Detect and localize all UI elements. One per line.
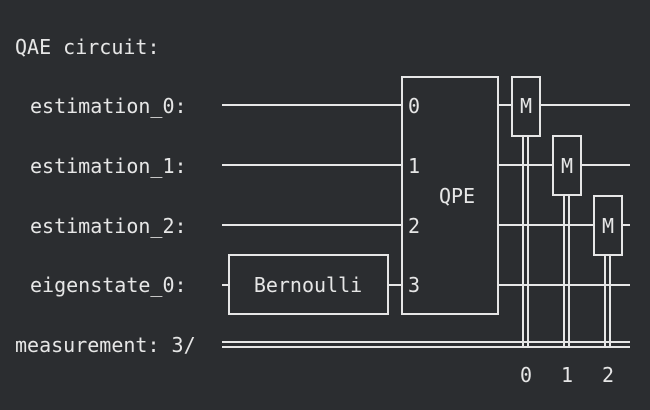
qpe-pin-3: 3 bbox=[408, 273, 420, 297]
measure-gate-2: M 2 bbox=[593, 195, 623, 387]
measure-gate-0-label: M bbox=[520, 94, 532, 118]
qpe-gate: QPE 0 1 2 3 bbox=[401, 76, 499, 315]
measure-bit-1: 1 bbox=[561, 363, 573, 387]
classical-register-label: measurement: 3/ bbox=[15, 333, 196, 357]
circuit-title: QAE circuit: bbox=[15, 35, 160, 59]
qpe-pin-0: 0 bbox=[408, 94, 420, 118]
qpe-pin-2: 2 bbox=[408, 214, 420, 238]
qubit-label-estimation-2: estimation_2: bbox=[30, 214, 187, 238]
measure-bit-0: 0 bbox=[520, 363, 532, 387]
classical-wire bbox=[222, 341, 630, 348]
measure-gate-1-label: M bbox=[561, 154, 573, 178]
qubit-label-estimation-0: estimation_0: bbox=[30, 94, 187, 118]
measure-bit-2: 2 bbox=[602, 363, 614, 387]
measure-gate-1: M 1 bbox=[552, 135, 582, 387]
measure-gate-2-label: M bbox=[602, 214, 614, 238]
qubit-label-eigenstate-0: eigenstate_0: bbox=[30, 273, 187, 297]
qpe-pin-1: 1 bbox=[408, 154, 420, 178]
qubit-label-estimation-1: estimation_1: bbox=[30, 154, 187, 178]
bernoulli-gate: Bernoulli bbox=[228, 254, 389, 315]
measure-gate-0: M 0 bbox=[511, 76, 541, 387]
qpe-gate-label: QPE bbox=[439, 184, 475, 208]
bernoulli-gate-label: Bernoulli bbox=[254, 273, 362, 297]
